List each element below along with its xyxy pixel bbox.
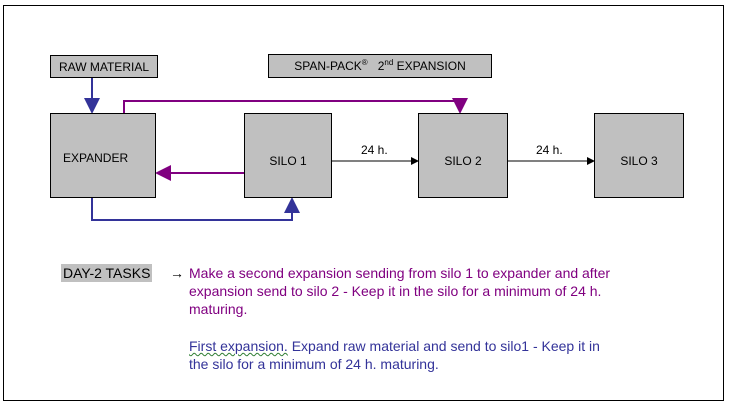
raw-material-label: RAW MATERIAL	[58, 59, 149, 74]
duration-label-1: 24 h.	[361, 143, 388, 157]
arrow-expander-to-silo1	[91, 197, 300, 221]
first-expansion-text: First expansion. Expand raw material and…	[189, 337, 600, 373]
silo3-box: SILO 3	[594, 113, 684, 198]
silo2-box: SILO 2	[418, 113, 508, 198]
silo1-box: SILO 1	[244, 113, 332, 198]
span-pack-label: SPAN-PACK® 2nd EXPANSION	[294, 58, 466, 74]
silo2-label: SILO 2	[444, 153, 482, 168]
day2-tasks-tag: DAY-2 TASKS	[61, 264, 153, 282]
duration-label-2: 24 h.	[536, 143, 563, 157]
expander-label: EXPANDER	[63, 151, 129, 165]
span-pack-title-box: SPAN-PACK® 2nd EXPANSION	[268, 54, 492, 78]
second-expansion-text: Make a second expansion sending from sil…	[189, 264, 610, 318]
task-line-1: Make a second expansion sending from sil…	[189, 265, 611, 281]
silo3-label: SILO 3	[620, 153, 658, 168]
right-arrow-icon: →	[170, 265, 184, 281]
task-line-2: expansion send to silo 2 - Keep it in th…	[189, 283, 602, 299]
task-line-5: the silo for a minimum of 24 h. maturing…	[189, 356, 439, 372]
expander-box: EXPANDER	[50, 113, 156, 198]
task-line-4: First expansion. Expand raw material and…	[189, 338, 600, 354]
task-line-3: maturing.	[189, 301, 248, 317]
raw-material-box: RAW MATERIAL	[50, 55, 158, 78]
silo1-label: SILO 1	[269, 153, 307, 168]
page-frame	[3, 5, 724, 401]
first-expansion-link[interactable]: First expansion.	[189, 338, 288, 354]
arrow-expander-to-silo2	[123, 98, 468, 114]
